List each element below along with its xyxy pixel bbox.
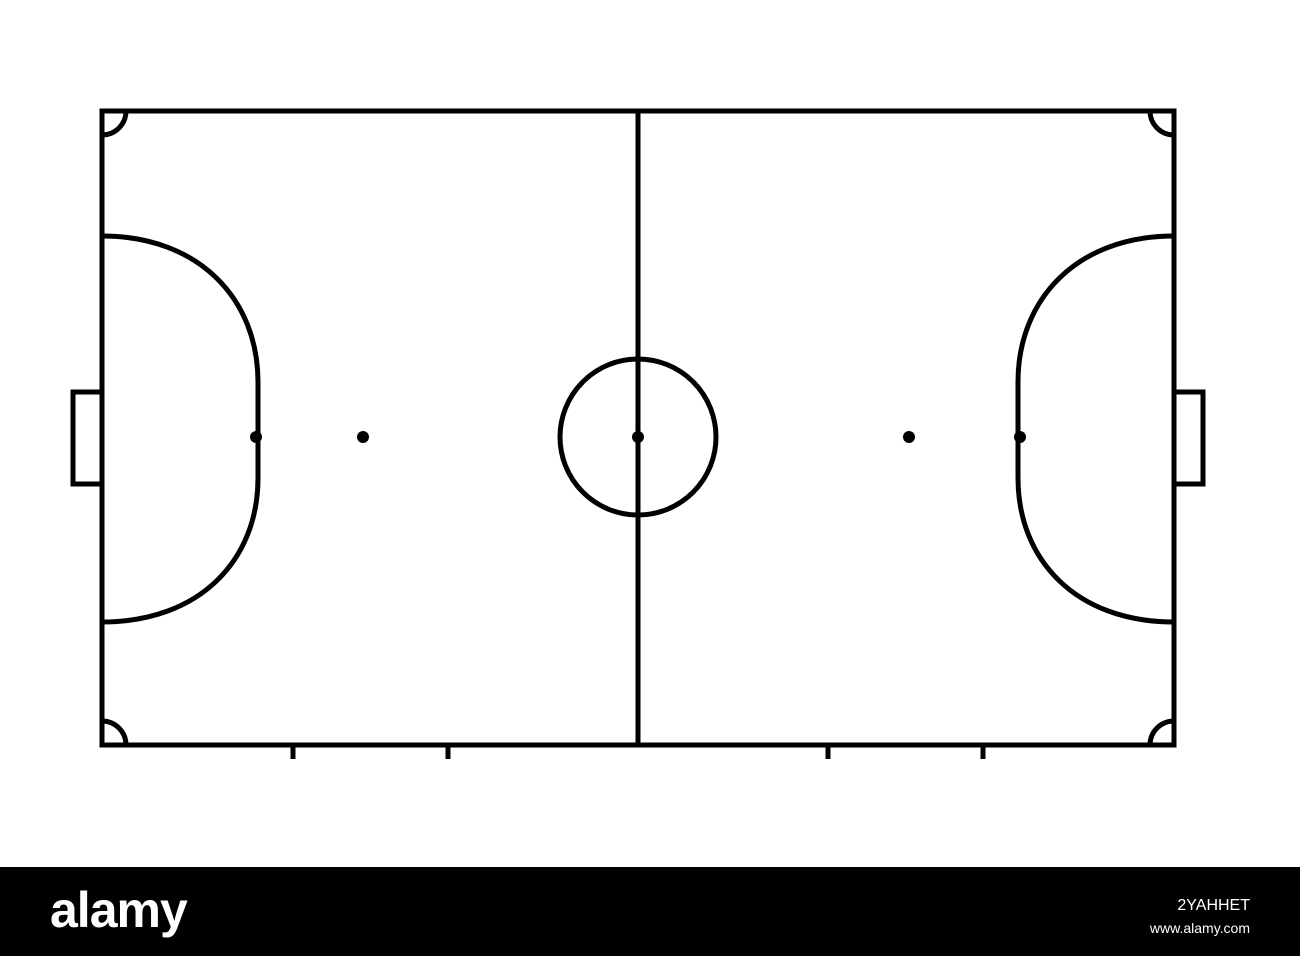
corner-arc-top-left — [101, 110, 129, 138]
futsal-court-diagram — [70, 108, 1206, 759]
corner-arc-bottom-right — [1147, 718, 1175, 746]
penalty-spot-left — [250, 431, 262, 443]
brand-logo: alamy — [50, 882, 188, 938]
goal-right — [1171, 389, 1206, 487]
penalty-spot-right — [1014, 431, 1026, 443]
credit-url: www.alamy.com — [1149, 920, 1250, 936]
center-spot — [632, 431, 644, 443]
penalty-area-right — [1015, 233, 1175, 625]
watermark-footer: alamy 2YAHHET www.alamy.com — [0, 867, 1300, 956]
second-penalty-spot-left — [357, 431, 369, 443]
center-circle — [557, 356, 719, 518]
corner-arc-bottom-left — [101, 718, 129, 746]
image-id: 2YAHHET — [1177, 897, 1250, 914]
goal-left — [70, 389, 105, 487]
penalty-area-left — [101, 233, 261, 625]
second-penalty-spot-right — [903, 431, 915, 443]
corner-arc-top-right — [1147, 110, 1175, 138]
